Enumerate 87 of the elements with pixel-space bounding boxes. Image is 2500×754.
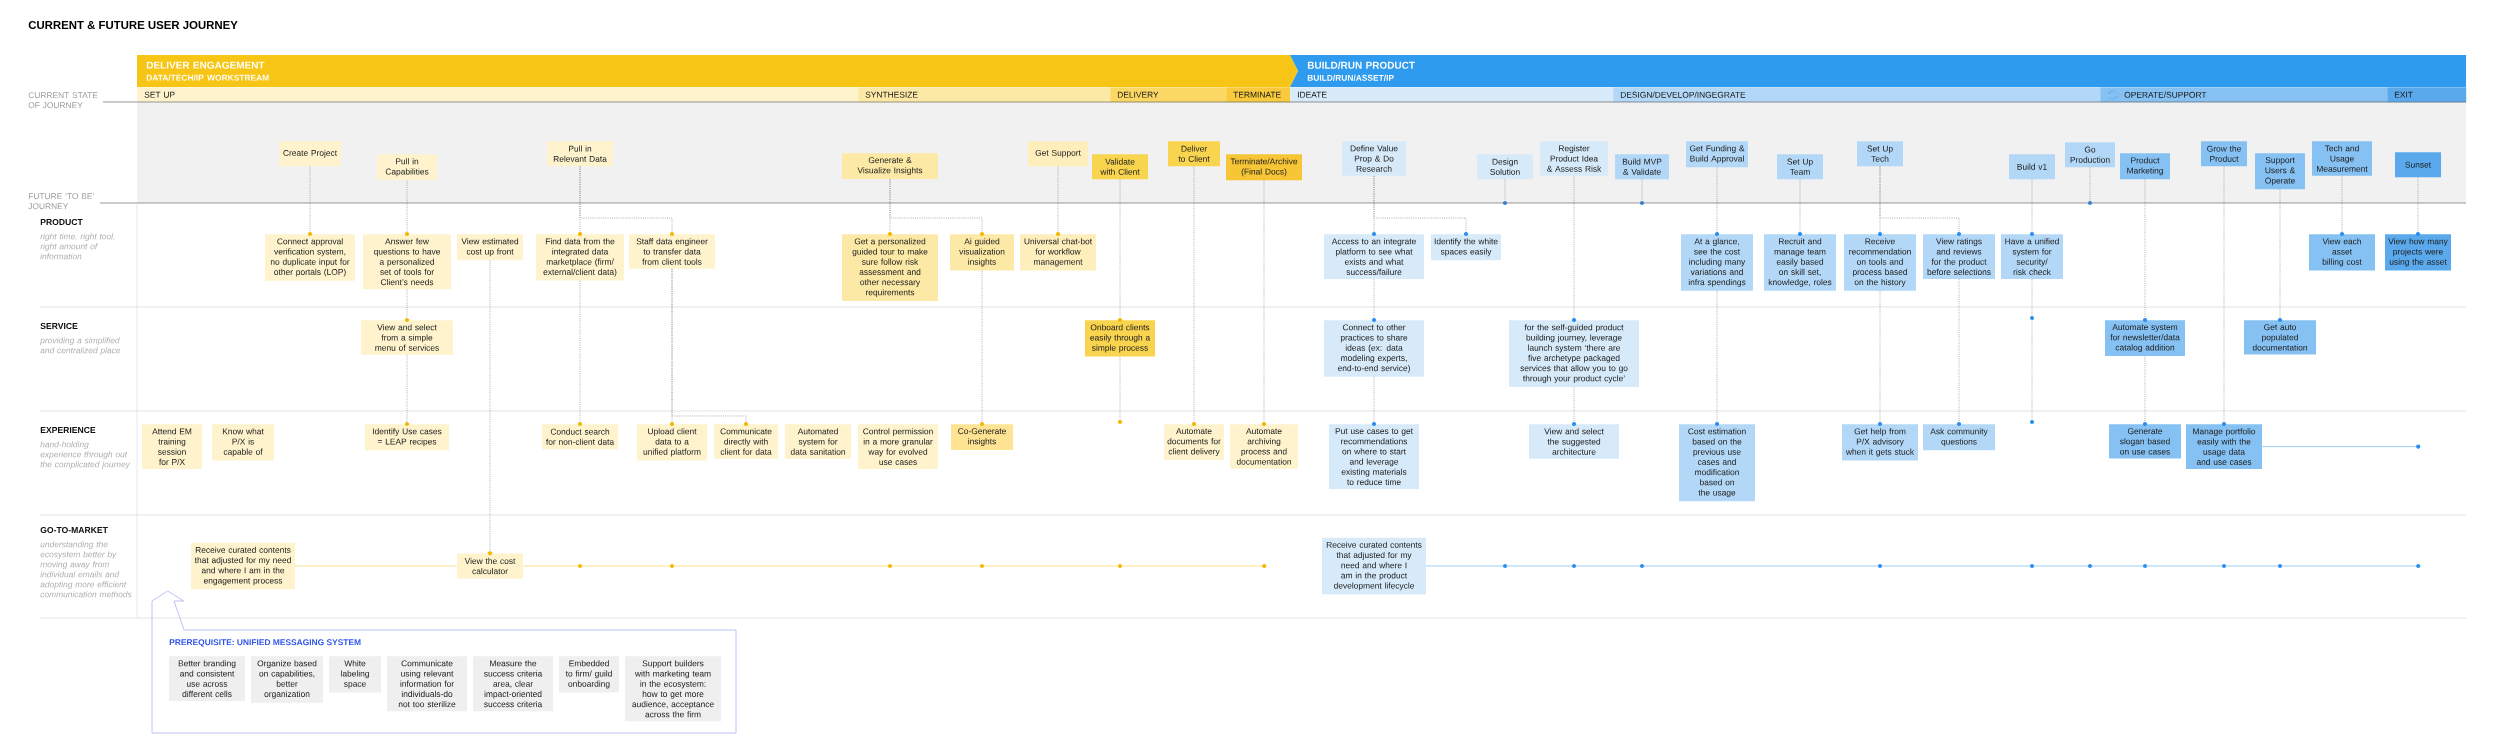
step-card: Find data from the integrated data marketplace (firm/ external/client data) [536, 234, 624, 281]
row-heading: EXPERIENCE [40, 426, 96, 434]
step-card: Set Up Tech [1857, 141, 1903, 167]
note-card: Communicate using relevant information for individuals-do not too sterilize [387, 656, 467, 712]
step-card: Build MVP & Validate [1615, 154, 1669, 180]
step-card: At a glance, see the cost including many variations and infra spendings [1681, 234, 1753, 291]
step-card: Product Marketing [2120, 153, 2170, 180]
step-card: Ai guided visualization insights [950, 234, 1014, 271]
step-card: Co-Generate insights [951, 424, 1013, 450]
step-card: Get a personalized guided tour to make sure follow risk assessment and other necessary requirements [842, 234, 938, 302]
step-card: Go Production [2065, 142, 2115, 168]
step-card: Deliver to Client [1168, 141, 1220, 167]
step-card: Manage portfolio easily with the usage data and use cases [2186, 424, 2262, 469]
step-card: Identify the white spaces easily [1431, 234, 1501, 261]
step-card: View ratings and reviews for the product before selections [1923, 234, 1995, 279]
step-card: Tech and Usage Measurement [2312, 141, 2372, 176]
note-card: White labeling space [329, 656, 381, 693]
row-heading: SERVICE [40, 322, 78, 330]
step-card: Automate system for newsletter/data catalog addition [2105, 320, 2185, 357]
step-card: Connect to other practices to share ideas (ex: data modeling experts, end-to-end service) [1324, 320, 1424, 377]
step-card: Know what P/X is capable of [212, 424, 274, 461]
row-description: understanding the ecosystem better by moving away from individual emails and adopting more efficient communication methods [40, 541, 132, 598]
step-card: View and select from a simple menu of services [361, 320, 453, 355]
step-card: Communicate directly with client for data [714, 424, 778, 459]
step-card: Get help from P/X advisory when it gets stuck [1842, 424, 1918, 461]
step-card: Identify Use cases = LEAP recipes [365, 424, 449, 451]
step-card: Get auto populated documentation [2244, 320, 2316, 355]
step-card: Pull in Capabilities [377, 154, 437, 181]
step-card: Create Project [279, 141, 341, 167]
row-description: right time, right tool, right amount of information [40, 233, 115, 260]
step-card: Get Support [1028, 141, 1088, 167]
step-card: View the cost calculator [457, 553, 523, 579]
step-card: Receive recommendation on tools and process based on the history [1844, 234, 1916, 291]
note-card: Measure the success criteria area, clear impact-oriented success criteria [473, 656, 553, 712]
step-card: Design Solution [1477, 154, 1533, 180]
step-card: Connect approval verification system, no duplicate input for other portals (LOP) [265, 234, 355, 281]
step-card: Onboard clients easily through a simple process [1085, 320, 1155, 357]
step-card: Recruit and manage team easily based on skill set, knowledge, roles [1764, 234, 1836, 291]
step-card: Register Product Idea & Assess Risk [1540, 141, 1608, 176]
step-card: Cost estimation based on the previous use cases and modification based on the usage [1679, 424, 1755, 502]
step-card: Answer few questions to have a personalized set of tools for Client’s needs [363, 234, 451, 290]
step-card: Validate with Client [1092, 154, 1148, 180]
step-card: Conduct search for non-client data [542, 424, 618, 450]
note-card: Better branding and consistent use across different cells [169, 656, 245, 701]
step-card: Automate archiving process and documentation [1230, 424, 1298, 469]
step-card: Generate & Visualize Insights [842, 153, 938, 179]
step-card: Generate slogan based on use cases [2109, 424, 2181, 459]
step-card: Put use cases to get recommendations on where to start and leverage existing materials to reduce time [1329, 424, 1419, 490]
step-card: View and select the suggested architecture [1529, 424, 1619, 459]
step-card: Automate documents for client delivery [1164, 424, 1224, 461]
step-card: Receive curated contents that adjusted for my need and where I am in the engagement process [191, 542, 295, 590]
step-card: Pull in Relevant Data [547, 141, 613, 167]
step-card: Build v1 [2009, 154, 2055, 180]
step-card: Universal chat-bot for workflow management [1020, 234, 1096, 271]
note-card: Organize based on capabilities, better organization [251, 656, 323, 703]
note-card: Embedded to firm/ guild onboarding [559, 656, 619, 693]
title: CURRENT & FUTURE USER JOURNEY [28, 20, 238, 30]
row-heading: GO-TO-MARKET [40, 526, 108, 534]
step-card: View how many projects were using the asset [2385, 234, 2451, 271]
note-card: Support builders with marketing team in the ecosystem: how to get more audience, acceptance across the firm [625, 656, 721, 722]
step-card: Get Funding & Build Approval [1686, 141, 1748, 168]
step-card: Have a unified system for security/ risk check [2001, 234, 2063, 279]
step-card: Upload client data to a unified platform [637, 424, 707, 461]
row-heading: PRODUCT [40, 218, 83, 226]
step-card: Access to an integrate platform to see what exists and what success/failure [1324, 234, 1424, 279]
row-description: hand-holding experience through out the complicated journey [40, 441, 131, 469]
step-card: Terminate/Archive (Final Docs) [1226, 154, 1302, 181]
step-card: Ask community questions [1923, 424, 1995, 451]
step-card: Automated system for data sanitation [785, 424, 851, 459]
step-card: Set Up Team [1777, 154, 1823, 180]
step-card: Grow the Product [2201, 141, 2247, 167]
step-card: Sunset [2395, 152, 2441, 178]
step-card: Define Value Prop & Do Research [1342, 141, 1406, 176]
step-card: View estimated cost up front [457, 234, 523, 261]
lane-label: FUTURE ‘TO BE’ JOURNEY [28, 193, 94, 210]
phase-banner: DELIVER ENGAGEMENT DATA/TECH/IP WORKSTREAM [137, 55, 1298, 87]
step-card: View each asset billing cost [2309, 234, 2375, 271]
step-card: Staff data engineer to transfer data from client tools [629, 234, 715, 269]
step-card: for the self-guided product building journey, leverage launch system ‘there are five archetype packaged services that allow you to go through your product cycle’ [1509, 320, 1639, 388]
step-card: Attend EM training session for P/X [142, 424, 202, 469]
lane-label: CURRENT STATE OF JOURNEY [28, 92, 98, 109]
row-description: providing a simplified and centralized place [40, 337, 121, 355]
step-card: Receive curated contents that adjusted for my need and where I am in the product development lifecycle [1322, 537, 1426, 595]
step-card: Support Users & Operate [2255, 153, 2305, 190]
phase-banner: BUILD/RUN PRODUCT BUILD/RUN/ASSET/IP [1290, 55, 2466, 87]
step-card: Control permission in a more granular way for evolved use cases [858, 424, 938, 469]
timeline [294, 565, 458, 567]
